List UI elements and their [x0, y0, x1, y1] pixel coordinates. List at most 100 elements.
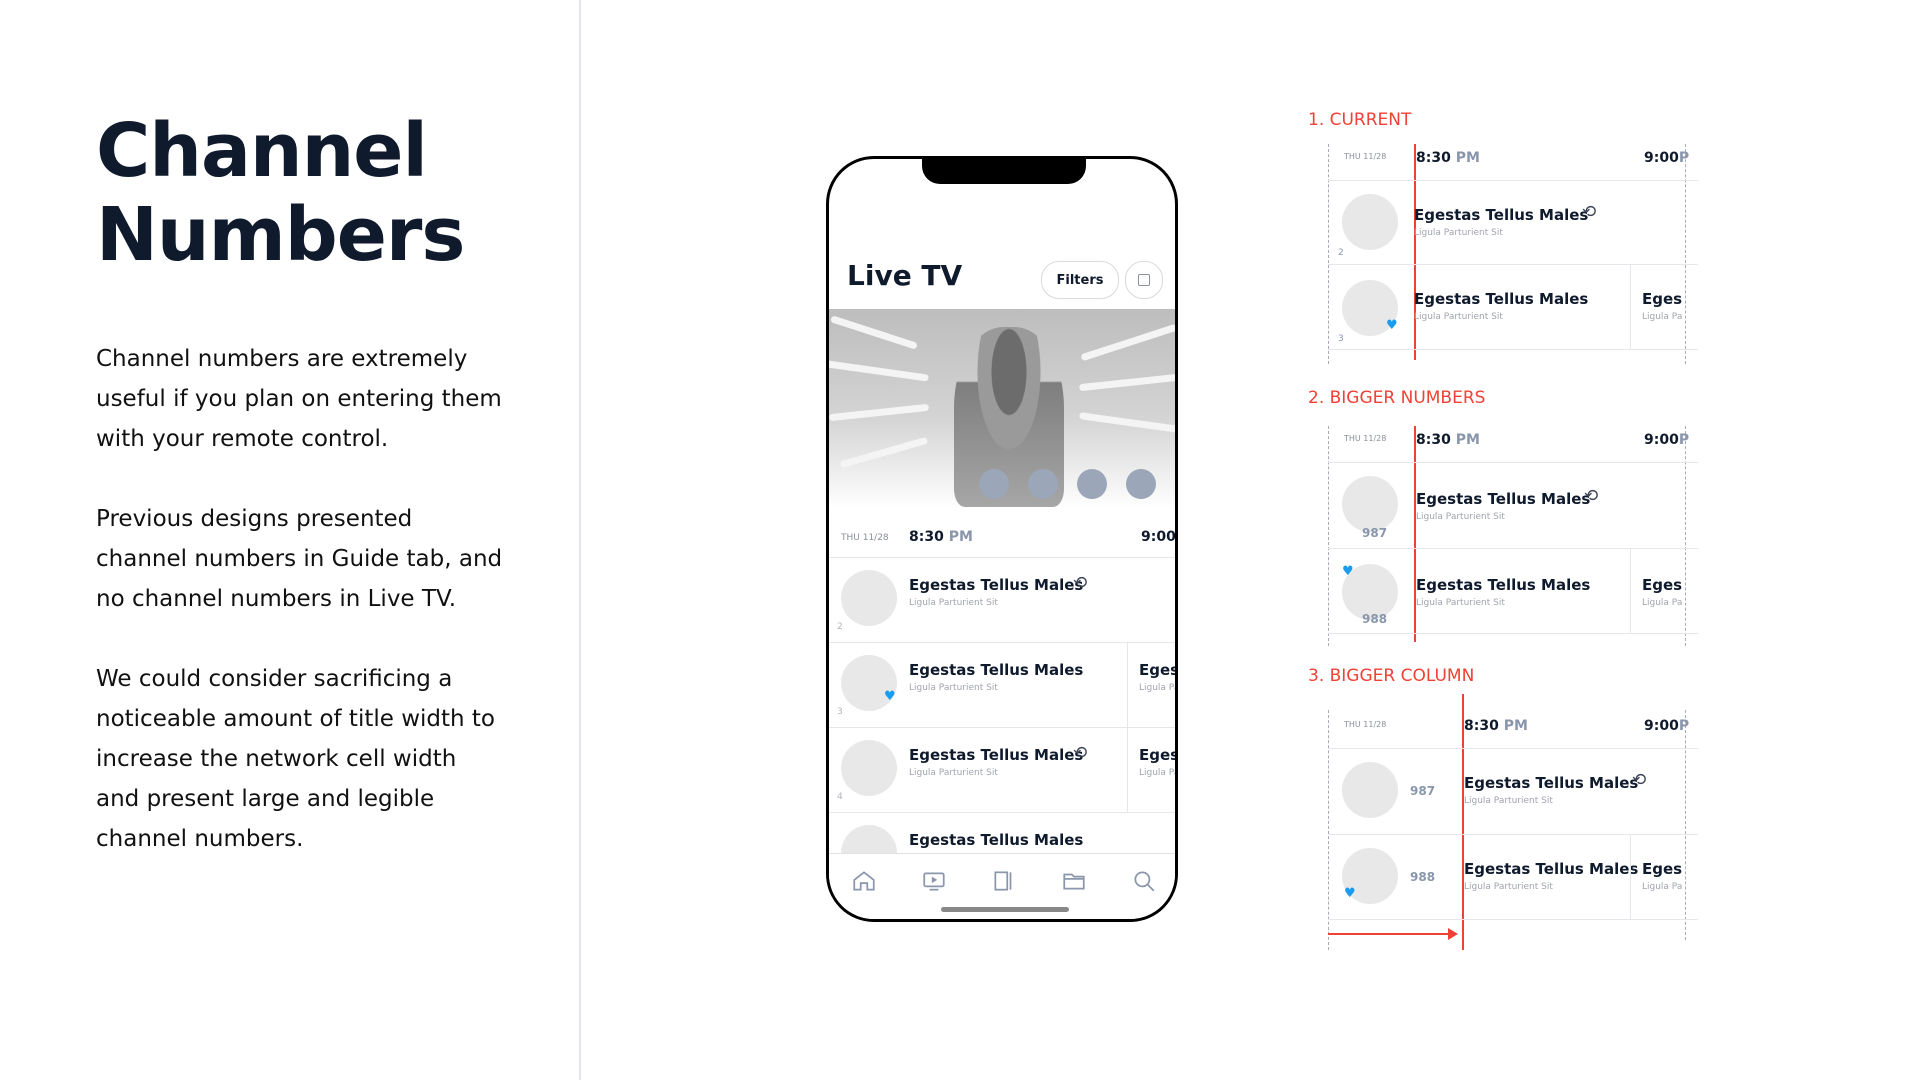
replay-icon: ⟲: [1632, 770, 1647, 790]
channel-logo[interactable]: [1342, 848, 1398, 904]
time-a-value: 8:30: [1416, 432, 1451, 448]
slide-paragraph-3: We could consider sacrificing a noticeab…: [96, 666, 496, 853]
dashed-guide-right: [1685, 426, 1686, 646]
program-title: Egestas Tellus Males: [1414, 290, 1589, 308]
carousel-dot[interactable]: [1028, 469, 1058, 499]
row-divider: [1328, 919, 1698, 920]
dashed-guide-left: [1328, 144, 1329, 364]
diagram-bigger-column: THU 11/28 8:30 PM 9:00P 987 Egestas Tell…: [1328, 694, 1698, 950]
filters-button[interactable]: Filters: [1041, 261, 1119, 299]
hero-light-streak: [830, 315, 918, 350]
cell-separator: [1630, 265, 1631, 349]
channel-number: 4: [837, 792, 843, 802]
table-row[interactable]: 2 Egestas Tellus Males Ligula Parturient…: [829, 558, 1175, 643]
program-subtitle: Ligula Parturient Sit: [1416, 598, 1505, 608]
program-title: Egestas Tellus Males: [909, 576, 1084, 594]
phone-notch: [922, 159, 1086, 184]
cast-button[interactable]: [1125, 261, 1163, 299]
time-b-suffix: P: [1678, 718, 1690, 734]
program-title: Egestas Tellus Males: [1414, 206, 1589, 224]
play-screen-icon[interactable]: [921, 868, 947, 894]
program-title: Egestas Tellus Males: [1416, 576, 1591, 594]
row-divider: [1328, 834, 1698, 835]
channel-number: 987: [1410, 784, 1436, 798]
table-row[interactable]: ♥ 3 Egestas Tellus Males Ligula Parturie…: [829, 643, 1175, 728]
hero-light-streak: [1080, 323, 1175, 362]
channel-logo[interactable]: [1342, 194, 1398, 250]
channel-logo[interactable]: [1342, 476, 1398, 532]
channel-logo[interactable]: [1342, 564, 1398, 620]
program-subtitle: Ligula Parturient Sit: [1414, 312, 1503, 322]
next-program-title: Eges: [1642, 290, 1683, 308]
column-width-arrow: [1328, 928, 1458, 940]
replay-icon: ⟲: [1582, 202, 1597, 222]
channel-number: 3: [837, 707, 843, 717]
guide-time-slot-b: 9:00P: [1141, 529, 1176, 545]
time-b-suffix: P: [1678, 432, 1690, 448]
time-a-suffix: PM: [1503, 718, 1528, 734]
guide-date: THU 11/28: [1344, 434, 1387, 443]
next-program-subtitle: Ligula Pa: [1642, 598, 1683, 608]
guide-time-slot-b: 9:00P: [1644, 150, 1689, 166]
next-program-subtitle: Ligula Pa: [1139, 683, 1178, 693]
channel-number: 988: [1362, 612, 1388, 626]
title-start-marker: [1414, 144, 1416, 360]
program-title: Egestas Tellus Males: [909, 746, 1084, 764]
square-icon: [1138, 274, 1150, 286]
table-row[interactable]: 4 Egestas Tellus Males Ligula Parturient…: [829, 728, 1175, 813]
channel-number: 2: [1338, 248, 1344, 258]
time-b-value: 9:00: [1141, 529, 1176, 545]
cell-separator: [1127, 728, 1128, 812]
program-title: Egestas Tellus Males: [1416, 490, 1591, 508]
page-title: Live TV: [847, 259, 963, 292]
guide-time-slot-a: 8:30 PM: [909, 529, 973, 545]
carousel-dots: [979, 469, 1156, 499]
row-divider: [1328, 633, 1698, 634]
home-indicator: [941, 907, 1069, 912]
time-a-suffix: PM: [1455, 150, 1480, 166]
guide-time-slot-b: 9:00P: [1644, 432, 1689, 448]
guide-time-slot-a: 8:30 PM: [1416, 150, 1480, 166]
next-program-title: Eges: [1139, 746, 1178, 764]
hero-light-streak: [829, 359, 929, 382]
cell-separator: [1630, 835, 1631, 919]
next-program-subtitle: Ligula Pa: [1139, 768, 1178, 778]
program-title: Egestas Tellus Males: [1464, 774, 1639, 792]
carousel-dot[interactable]: [1077, 469, 1107, 499]
dashed-guide-right: [1685, 144, 1686, 364]
channel-logo[interactable]: [1342, 762, 1398, 818]
slide-title: Channel Numbers: [96, 109, 506, 277]
channel-logo[interactable]: [841, 570, 897, 626]
time-b-value: 9:00: [1644, 432, 1679, 448]
guide-time-slot-a: 8:30 PM: [1416, 432, 1480, 448]
next-program-subtitle: Ligula Pa: [1642, 312, 1683, 322]
program-subtitle: Ligula Parturient Sit: [1414, 228, 1503, 238]
channel-logo[interactable]: [1342, 280, 1398, 336]
folder-icon[interactable]: [1061, 868, 1087, 894]
time-a-suffix: PM: [1455, 432, 1480, 448]
program-subtitle: Ligula Parturient Sit: [909, 768, 998, 778]
channel-logo[interactable]: [841, 740, 897, 796]
search-icon[interactable]: [1131, 868, 1157, 894]
channel-logo[interactable]: [841, 655, 897, 711]
next-program-title: Eges: [1139, 661, 1178, 679]
row-divider: [1328, 548, 1698, 549]
program-subtitle: Ligula Parturient Sit: [1464, 796, 1553, 806]
row-divider: [1328, 180, 1698, 181]
diagram-current: THU 11/28 8:30 PM 9:00P 2 Egestas Tellus…: [1328, 144, 1698, 364]
dashed-guide-left: [1328, 710, 1329, 950]
carousel-dot[interactable]: [979, 469, 1009, 499]
replay-icon: ⟲: [1073, 743, 1088, 763]
hero-banner[interactable]: [829, 309, 1175, 509]
carousel-dot[interactable]: [1126, 469, 1156, 499]
diagram-label-bigger-column: 3. BIGGER COLUMN: [1308, 666, 1475, 686]
home-icon[interactable]: [851, 868, 877, 894]
hero-light-streak: [1078, 373, 1175, 392]
dashed-guide-right: [1685, 710, 1686, 940]
hero-light-streak: [1078, 412, 1175, 433]
channel-number: 988: [1410, 870, 1436, 884]
diagram-label-bigger-numbers: 2. BIGGER NUMBERS: [1308, 388, 1486, 408]
guide-date: THU 11/28: [1344, 720, 1387, 729]
time-a-value: 8:30: [909, 529, 944, 545]
library-icon[interactable]: [991, 868, 1017, 894]
